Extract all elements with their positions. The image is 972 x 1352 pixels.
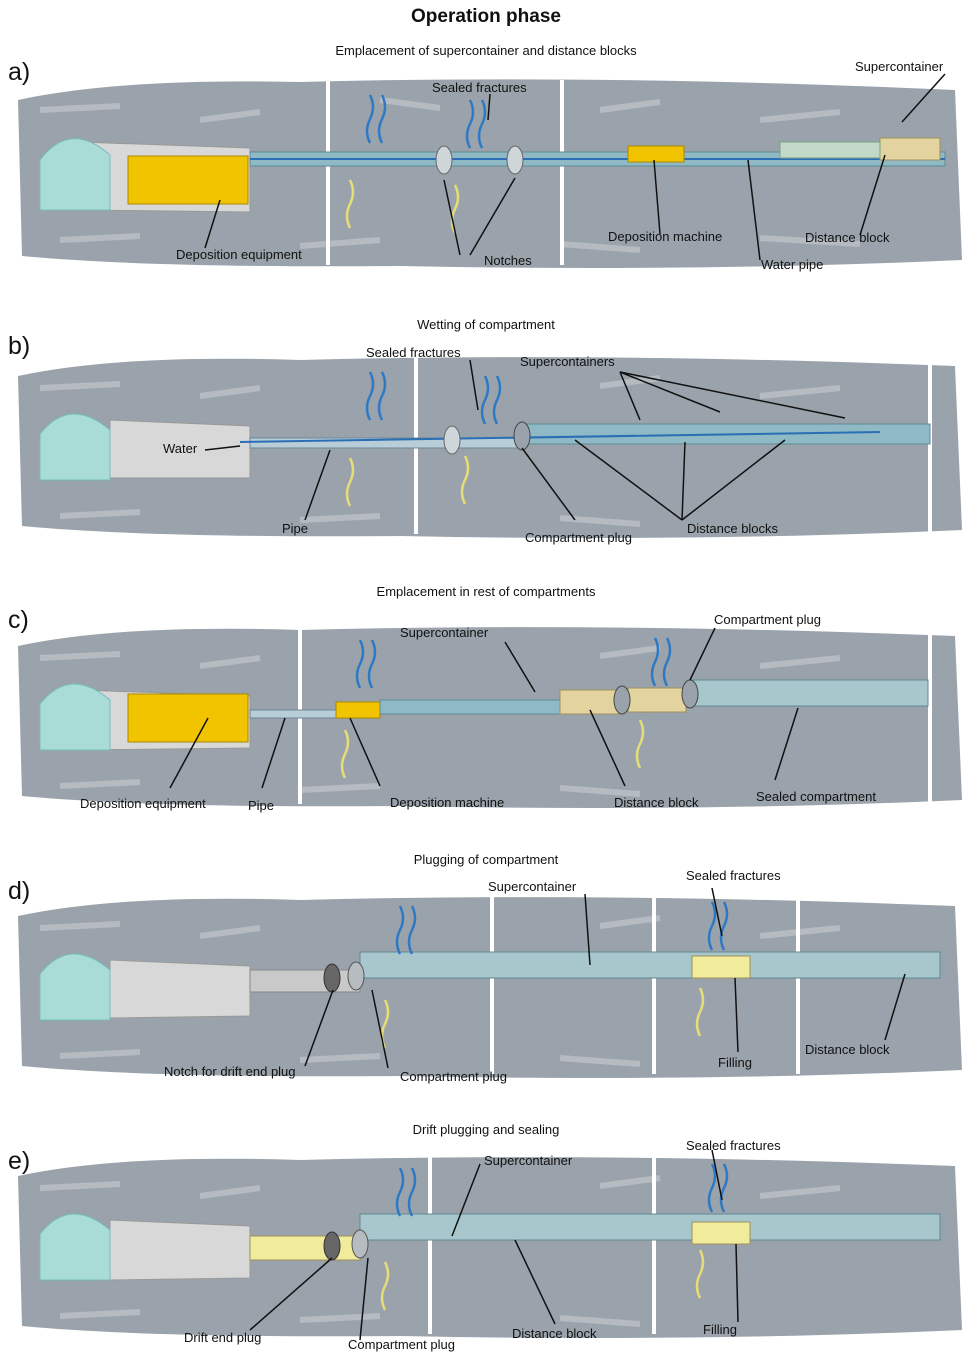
label-sealed-fractures: Sealed fractures: [686, 1138, 781, 1153]
deposition-equipment: [128, 694, 248, 742]
supercontainer: [380, 700, 560, 714]
tunnel-face: [40, 414, 110, 480]
label-sealed-compartment: Sealed compartment: [756, 789, 876, 804]
deposition-equipment: [128, 156, 248, 204]
filling: [692, 956, 750, 978]
label-notch-for-drift-end-plug: Notch for drift end plug: [164, 1064, 296, 1079]
label-water-pipe: Water pipe: [761, 257, 823, 272]
label-sealed-fractures: Sealed fractures: [686, 868, 781, 883]
notch: [436, 146, 452, 174]
compartment-plug: [444, 426, 460, 454]
panel-a-subtitle: Emplacement of supercontainer and distan…: [0, 43, 972, 58]
label-compartment-plug: Compartment plug: [400, 1069, 507, 1084]
compartment-plug: [514, 422, 530, 450]
notch: [507, 146, 523, 174]
deposition-machine: [628, 146, 684, 162]
divider: [652, 894, 656, 1074]
label-deposition-equipment: Deposition equipment: [176, 247, 302, 262]
label-distance-block: Distance block: [512, 1326, 597, 1341]
label-compartment-plug: Compartment plug: [714, 612, 821, 627]
sealed-compartment: [360, 952, 940, 978]
label-pipe: Pipe: [248, 798, 274, 813]
label-distance-blocks: Distance blocks: [687, 521, 778, 536]
supercontainer: [780, 142, 880, 158]
compartment-plug: [348, 962, 364, 990]
divider: [928, 624, 932, 804]
concrete-drift: [110, 1220, 250, 1280]
label-distance-block: Distance block: [614, 795, 699, 810]
tunnel-face: [40, 1214, 110, 1280]
deposition-machine: [336, 702, 380, 718]
divider: [560, 80, 564, 265]
label-water: Water: [163, 441, 197, 456]
tunnel-face: [40, 684, 110, 750]
sealed-compartment: [360, 1214, 940, 1240]
label-compartment-plug: Compartment plug: [525, 530, 632, 545]
panel-e-subtitle: Drift plugging and sealing: [0, 1122, 972, 1137]
label-compartment-plug: Compartment plug: [348, 1337, 455, 1352]
tunnel-face: [40, 139, 110, 210]
label-supercontainer: Supercontainer: [484, 1153, 572, 1168]
label-distance-block: Distance block: [805, 230, 890, 245]
label-supercontainers: Supercontainers: [520, 354, 615, 369]
divider: [326, 80, 330, 265]
label-filling: Filling: [703, 1322, 737, 1337]
filling: [692, 1222, 750, 1244]
panel-b-illustration: [0, 340, 972, 550]
distance-block: [628, 688, 686, 712]
label-filling: Filling: [718, 1055, 752, 1070]
panel-d-illustration: [0, 880, 972, 1090]
label-sealed-fractures: Sealed fractures: [366, 345, 461, 360]
panel-b-subtitle: Wetting of compartment: [0, 317, 972, 332]
notch-section: [250, 970, 360, 992]
pipe: [250, 710, 350, 718]
divider: [652, 1154, 656, 1334]
label-pipe: Pipe: [282, 521, 308, 536]
panel-e-illustration: [0, 1140, 972, 1352]
divider: [490, 894, 494, 1074]
panel-d-subtitle: Plugging of compartment: [0, 852, 972, 867]
tunnel-face: [40, 954, 110, 1020]
drift-end-plug: [250, 1236, 360, 1260]
label-deposition-equipment: Deposition equipment: [80, 796, 206, 811]
drift-end-plug-notch: [324, 1232, 340, 1260]
divider: [796, 894, 800, 1074]
label-distance-block: Distance block: [805, 1042, 890, 1057]
label-notches: Notches: [484, 253, 532, 268]
compartment-plug: [682, 680, 698, 708]
label-deposition-machine: Deposition machine: [608, 229, 722, 244]
divider: [428, 1154, 432, 1334]
label-deposition-machine: Deposition machine: [390, 795, 504, 810]
compartment-plug: [614, 686, 630, 714]
label-supercontainer: Supercontainer: [400, 625, 488, 640]
label-sealed-fractures: Sealed fractures: [432, 80, 527, 95]
label-supercontainer: Supercontainer: [488, 879, 576, 894]
sealed-compartment: [690, 680, 928, 706]
distance-block: [880, 138, 940, 160]
concrete-drift: [110, 960, 250, 1018]
compartment-plug: [352, 1230, 368, 1258]
label-drift-end-plug: Drift end plug: [184, 1330, 261, 1345]
notch-drift-end-plug: [324, 964, 340, 992]
panel-c-subtitle: Emplacement in rest of compartments: [0, 584, 972, 599]
page-title: Operation phase: [0, 6, 972, 28]
label-supercontainer: Supercontainer: [855, 59, 943, 74]
